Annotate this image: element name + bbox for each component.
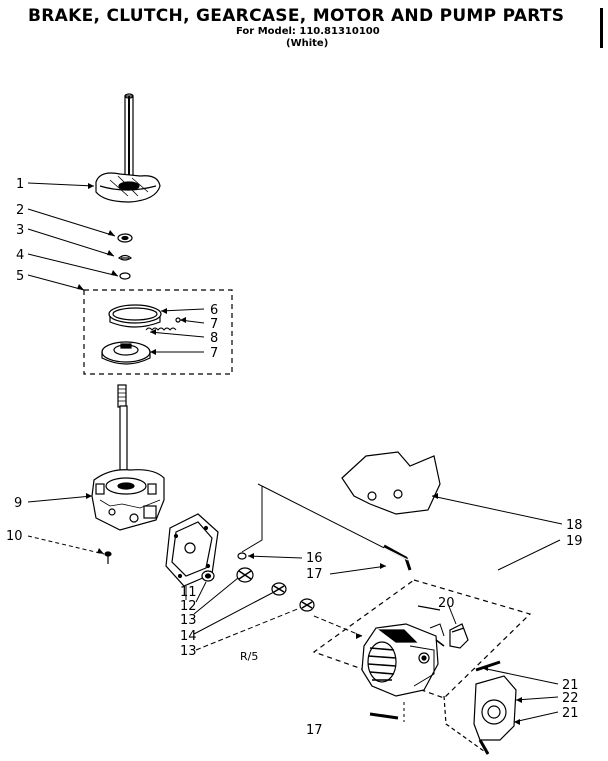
leader-lines <box>27 182 563 723</box>
washer-3 <box>117 254 133 261</box>
callout-12: 12 <box>180 599 197 614</box>
motor <box>361 623 445 697</box>
callout-2: 2 <box>16 203 24 218</box>
impeller-13a <box>236 567 254 583</box>
pump-22 <box>443 660 517 755</box>
callout-11: 11 <box>180 585 197 600</box>
impeller-14 <box>271 582 287 596</box>
callout-21a: 21 <box>562 678 579 693</box>
washer-4 <box>119 272 131 280</box>
callout-17b: 17 <box>306 723 323 738</box>
callout-5: 5 <box>16 269 24 284</box>
callout-13a: 13 <box>180 613 197 628</box>
bolt-10 <box>104 551 112 564</box>
callout-21b: 21 <box>562 706 579 721</box>
shaft-and-cam <box>95 93 161 203</box>
motor-box <box>312 579 532 699</box>
callout-3: 3 <box>16 223 24 238</box>
callout-13b: 13 <box>180 644 197 659</box>
pump-plate <box>165 513 219 587</box>
callout-7a: 7 <box>210 317 218 332</box>
callout-9: 9 <box>14 496 22 511</box>
cap-20 <box>449 623 469 649</box>
color-label: (White) <box>286 38 329 49</box>
page-edge-bar <box>600 8 603 48</box>
callout-10: 10 <box>6 529 23 544</box>
nut-16 <box>237 552 247 560</box>
callout-14: 14 <box>180 629 197 644</box>
pin-17b <box>369 702 405 722</box>
page-title: BRAKE, CLUTCH, GEARCASE, MOTOR AND PUMP … <box>28 6 565 26</box>
impeller-13b <box>299 598 315 612</box>
callout-7b: 7 <box>210 346 218 361</box>
washer-2 <box>117 233 133 243</box>
callout-20: 20 <box>438 596 455 611</box>
callout-6: 6 <box>210 303 218 318</box>
header: BRAKE, CLUTCH, GEARCASE, MOTOR AND PUMP … <box>0 0 608 70</box>
arrowheads <box>77 183 522 725</box>
brake-assembly-box <box>83 289 233 375</box>
rod-17 <box>241 483 412 571</box>
model-label: For Model: 110.81310100 <box>236 26 380 37</box>
cap-12 <box>201 570 215 582</box>
callout-labels: 1 2 3 4 5 6 7 8 7 9 10 11 12 13 14 13 16… <box>6 177 583 738</box>
note-label: R/5 <box>240 650 258 663</box>
callout-16: 16 <box>306 551 323 566</box>
callout-4: 4 <box>16 248 24 263</box>
callout-1: 1 <box>16 177 24 192</box>
callout-18: 18 <box>566 518 583 533</box>
callout-22: 22 <box>562 691 579 706</box>
gasket-18 <box>341 451 441 515</box>
callout-19: 19 <box>566 534 583 549</box>
callout-17a: 17 <box>306 567 323 582</box>
gearcase <box>91 384 165 531</box>
callout-8: 8 <box>210 331 218 346</box>
